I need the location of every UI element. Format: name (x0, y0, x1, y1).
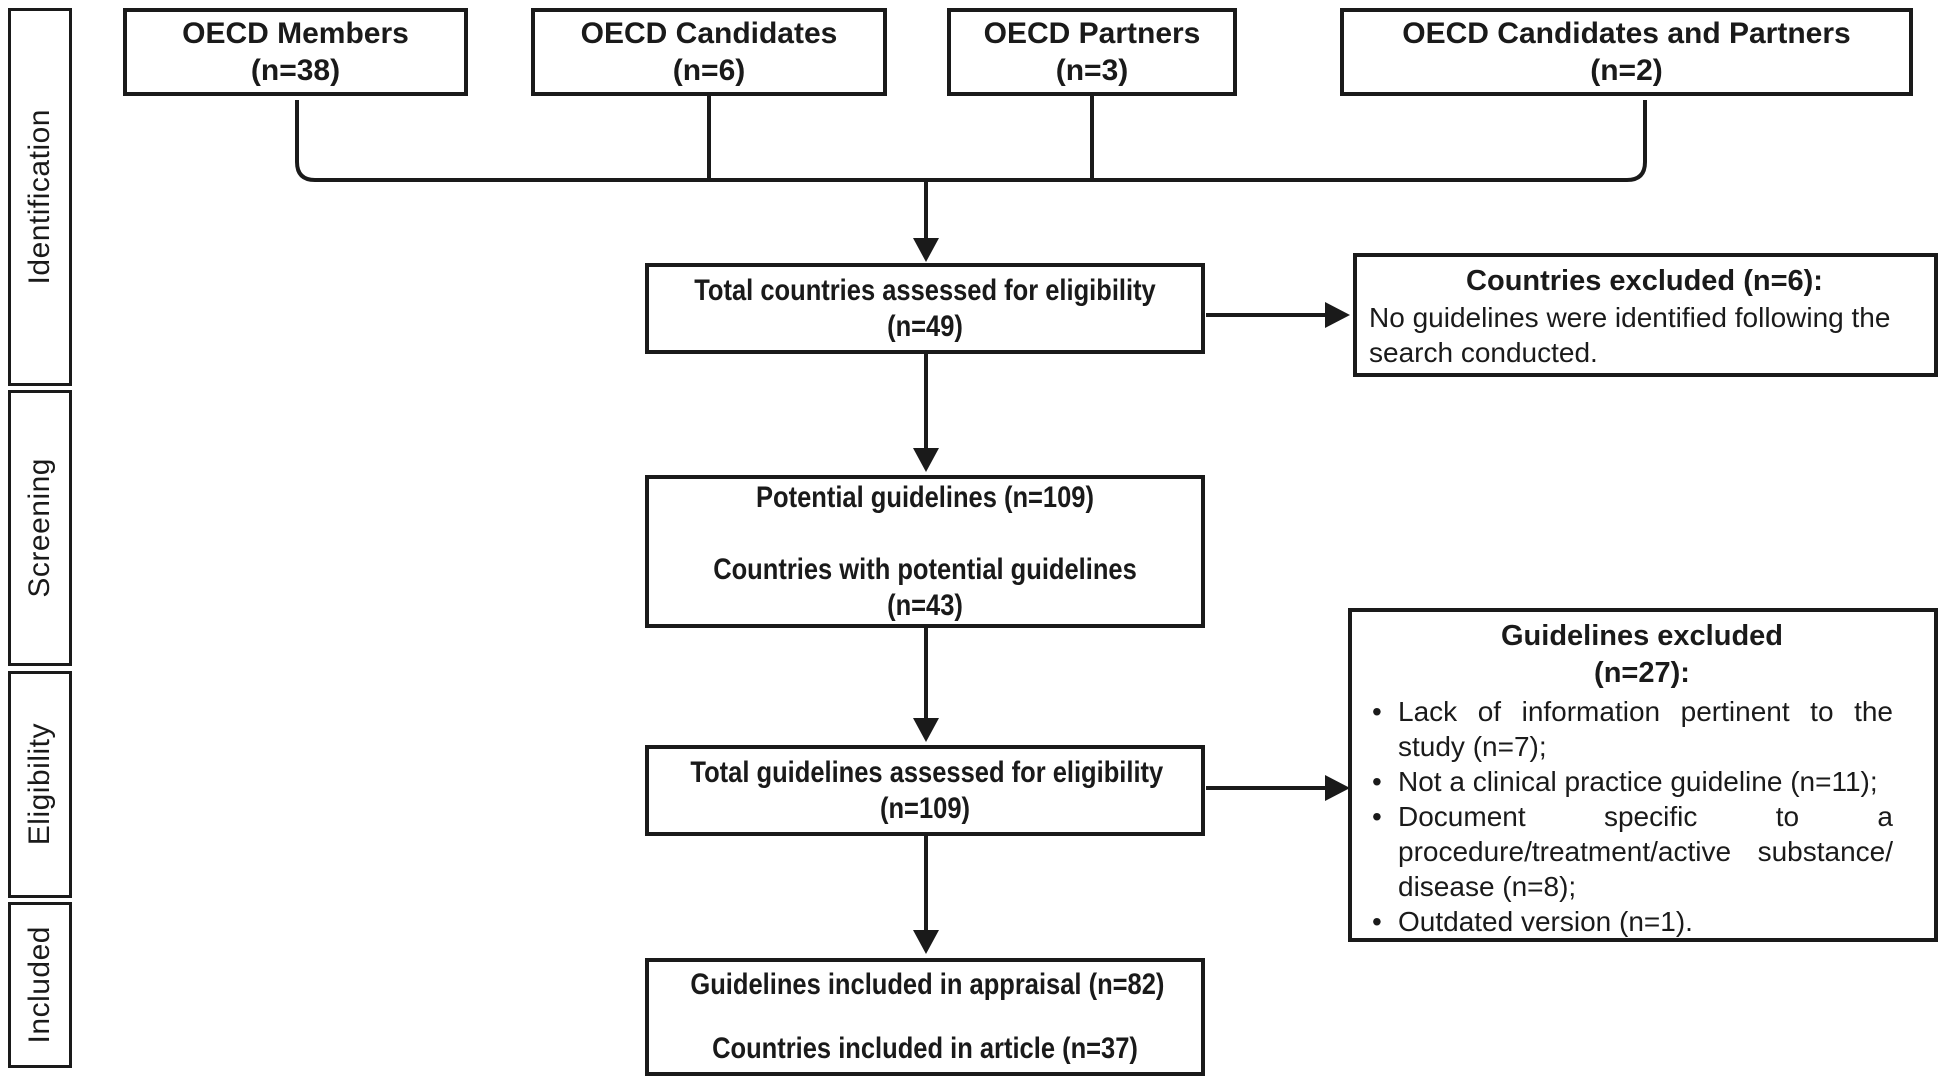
exclusion-heading-count: (n=27): (1594, 657, 1690, 689)
box-count: (n=49) (887, 309, 963, 343)
stage-box-included: Included (8, 902, 72, 1068)
arrow-to-guidelines-excluded (1206, 775, 1350, 801)
box-potential-guidelines: Potential guidelines (n=109) Countries w… (645, 475, 1205, 628)
exclusion-reason-list: Lack of information pertinent to the stu… (1364, 694, 1920, 939)
exclusion-body: No guidelines were identified following … (1369, 302, 1891, 368)
bracket-path (295, 100, 1647, 182)
box-line: Total guidelines assessed for eligibilit… (690, 755, 1164, 789)
box-oecd-members: OECD Members (n=38) (123, 8, 468, 96)
box-count: (n=109) (879, 791, 970, 825)
box-countries-assessed: Total countries assessed for eligibility… (645, 263, 1205, 354)
box-title: OECD Partners (983, 17, 1201, 50)
box-guidelines-excluded: Guidelines excluded (n=27): Lack of info… (1348, 608, 1938, 942)
box-line: Countries included in article (n=37) (712, 1032, 1138, 1065)
exclusion-heading: Guidelines excluded (1500, 620, 1784, 652)
stage-label-identification: Identification (23, 109, 56, 285)
arrow-to-included (913, 836, 939, 954)
stage-label-included: Included (23, 926, 56, 1044)
exclusion-reason: Not a clinical practice guideline (n=11)… (1364, 764, 1893, 799)
box-count: (n=43) (887, 588, 963, 622)
stage-box-identification: Identification (8, 8, 72, 386)
box-line: Potential guidelines (n=109) (756, 480, 1094, 514)
box-oecd-candidates-partners: OECD Candidates and Partners (n=2) (1340, 8, 1913, 96)
box-line: Total countries assessed for eligibility (694, 273, 1156, 307)
box-title: OECD Members (182, 17, 409, 50)
arrow-to-countries-assessed (913, 180, 939, 262)
arrow-to-countries-excluded (1206, 302, 1350, 328)
exclusion-reason: Lack of information pertinent to the stu… (1364, 694, 1893, 764)
box-line: Guidelines included in appraisal (n=82) (690, 968, 1165, 1001)
stage-label-eligibility: Eligibility (23, 723, 56, 846)
box-count: (n=2) (1590, 54, 1663, 87)
box-oecd-candidates: OECD Candidates (n=6) (531, 8, 887, 96)
bracket-connector (295, 96, 1647, 182)
stage-box-screening: Screening (8, 390, 72, 666)
box-guidelines-assessed: Total guidelines assessed for eligibilit… (645, 745, 1205, 836)
arrow-to-potential-guidelines (913, 354, 939, 472)
box-count: (n=3) (1055, 54, 1129, 87)
box-included: Guidelines included in appraisal (n=82) … (645, 958, 1205, 1076)
box-line: Countries with potential guidelines (713, 552, 1137, 586)
stage-box-eligibility: Eligibility (8, 671, 72, 898)
box-title: OECD Candidates and Partners (1402, 17, 1851, 50)
arrow-to-guidelines-assessed (913, 628, 939, 742)
box-title: OECD Candidates (580, 17, 838, 50)
exclusion-reason: Document specific to a procedure/treatme… (1364, 799, 1893, 904)
exclusion-reason: Outdated version (n=1). (1364, 904, 1893, 939)
box-count: (n=38) (250, 54, 341, 87)
box-count: (n=6) (672, 54, 746, 87)
stage-label-screening: Screening (23, 458, 56, 598)
exclusion-heading: Countries excluded (n=6): (1466, 265, 1823, 297)
box-countries-excluded: Countries excluded (n=6): No guidelines … (1353, 253, 1938, 377)
box-oecd-partners: OECD Partners (n=3) (947, 8, 1237, 96)
